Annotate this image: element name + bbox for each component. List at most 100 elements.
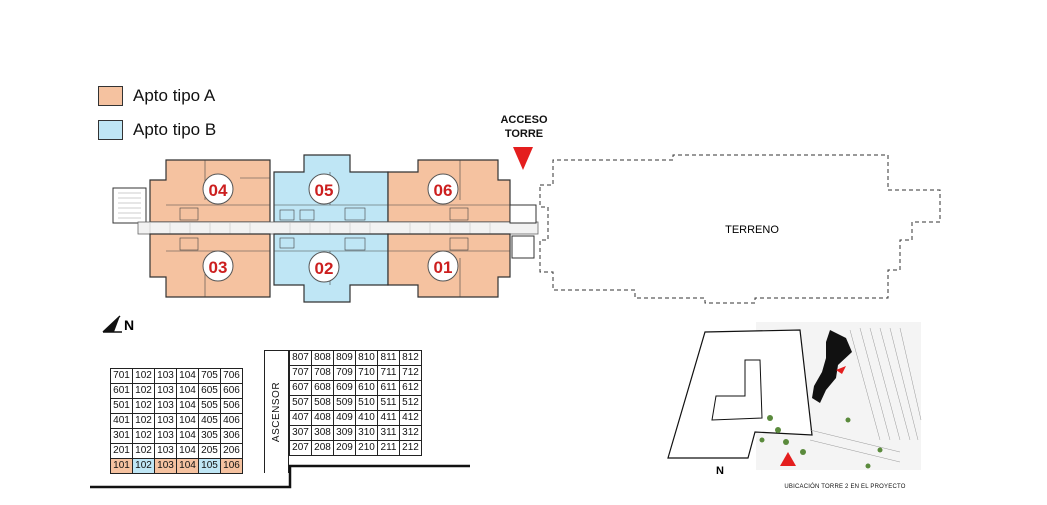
grid-cell: 608	[311, 380, 334, 396]
grid-cell: 312	[399, 425, 422, 441]
grid-cell: 405	[198, 413, 221, 429]
unit-04-number: 04	[209, 181, 228, 200]
grid-cell: 103	[154, 428, 177, 444]
grid-cell: 601	[110, 383, 133, 399]
grid-cell: 510	[355, 395, 378, 411]
unit-labels: 04 05 06 03 02 01	[202, 173, 459, 283]
grid-cell: 808	[311, 350, 334, 366]
grid-cell: 609	[333, 380, 356, 396]
legend-item-type-a: Apto tipo A	[98, 86, 215, 106]
interior-walls	[166, 160, 510, 297]
elevator-column: ASCENSOR	[264, 350, 289, 473]
unit-03-circle	[202, 250, 234, 282]
grid-cell: 207	[289, 440, 312, 456]
grid-cell: 611	[377, 380, 400, 396]
grid-cell: 102	[132, 383, 155, 399]
grid-cell: 211	[377, 440, 400, 456]
terrain-outline	[539, 154, 941, 304]
elevator-box-top	[509, 204, 537, 224]
grid-cell: 310	[355, 425, 378, 441]
unit-06-circle	[427, 173, 459, 205]
grid-cell: 711	[377, 365, 400, 381]
grid-cell: 104	[176, 428, 199, 444]
grid-cell: 308	[311, 425, 334, 441]
grid-cell: 506	[220, 398, 243, 414]
grid-cell: 103	[154, 368, 177, 384]
grid-cell: 410	[355, 410, 378, 426]
grid-cell: 307	[289, 425, 312, 441]
grid-cell: 708	[311, 365, 334, 381]
unit-01-circle	[427, 250, 459, 282]
unit-05-circle	[308, 173, 340, 205]
unit-02-circle	[308, 251, 340, 283]
grid-cell: 408	[311, 410, 334, 426]
grid-cell: 101	[110, 458, 133, 474]
grid-cell: 102	[132, 458, 155, 474]
grid-cell: 505	[198, 398, 221, 414]
site-lot-outline	[667, 329, 813, 459]
site-plan	[667, 322, 922, 470]
grid-cell: 412	[399, 410, 422, 426]
grid-cell: 301	[110, 428, 133, 444]
grid-cell: 809	[333, 350, 356, 366]
grid-cell: 105	[198, 458, 221, 474]
grid-cell: 605	[198, 383, 221, 399]
unit-02-number: 02	[315, 259, 334, 278]
elevator-box-bottom	[511, 235, 535, 259]
grid-cell: 610	[355, 380, 378, 396]
grid-cell: 712	[399, 365, 422, 381]
corridor	[137, 221, 539, 235]
grid-cell: 311	[377, 425, 400, 441]
legend-label-type-b: Apto tipo B	[133, 120, 217, 139]
legend-item-type-b: Apto tipo B	[98, 120, 216, 140]
access-label: ACCESO TORRE	[494, 113, 554, 141]
site-caption: UBICACIÓN TORRE 2 EN EL PROYECTO	[784, 484, 906, 490]
grid-cell: 707	[289, 365, 312, 381]
grid-cell: 104	[176, 413, 199, 429]
grid-cell: 701	[110, 368, 133, 384]
grid-cell: 306	[220, 428, 243, 444]
grid-cell: 512	[399, 395, 422, 411]
north-arrow-icon	[102, 315, 122, 333]
grid-cell: 409	[333, 410, 356, 426]
ground-line	[90, 464, 470, 489]
grid-cell: 807	[289, 350, 312, 366]
grid-cell: 103	[154, 383, 177, 399]
grid-cell: 706	[220, 368, 243, 384]
grid-cell: 102	[132, 443, 155, 459]
grid-cell: 106	[220, 458, 243, 474]
grid-cell: 612	[399, 380, 422, 396]
grid-cell: 209	[333, 440, 356, 456]
site-access-arrow-icon	[780, 452, 796, 466]
grid-cell: 509	[333, 395, 356, 411]
grid-cell: 812	[399, 350, 422, 366]
legend-swatch-type-b	[98, 120, 123, 140]
site-parking	[809, 327, 922, 463]
site-north-label: N	[716, 465, 724, 477]
unit-03-number: 03	[209, 258, 228, 277]
grid-cell: 210	[355, 440, 378, 456]
site-trees	[759, 415, 883, 469]
grid-cell: 810	[355, 350, 378, 366]
unit-05-number: 05	[315, 181, 334, 200]
grid-cell: 104	[176, 368, 199, 384]
site-access-marker-icon	[836, 366, 846, 374]
grid-cell: 103	[154, 398, 177, 414]
grid-cell: 305	[198, 428, 221, 444]
grid-cell: 102	[132, 368, 155, 384]
